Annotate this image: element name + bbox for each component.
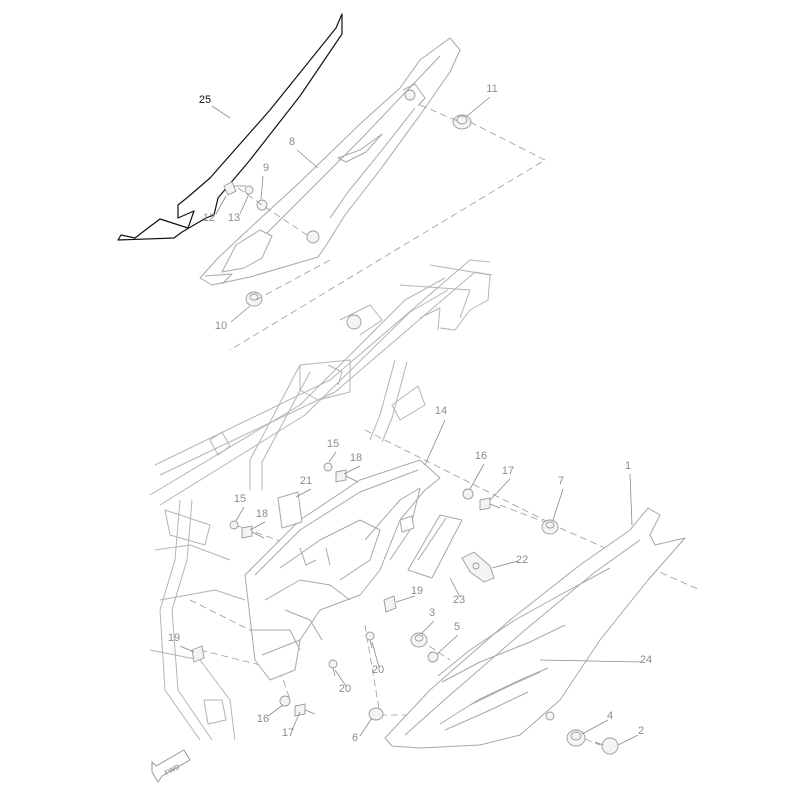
battery-box-14: [244, 459, 441, 681]
callout-11: 11: [486, 83, 497, 95]
callout-15: 15: [327, 438, 339, 450]
washer-15-upper: [323, 462, 333, 472]
callout-17: 17: [282, 727, 294, 739]
callout-15: 15: [234, 493, 246, 505]
band-23: [407, 514, 463, 579]
screw-2: [594, 737, 619, 755]
washer-13: [244, 185, 254, 195]
connector-22: [461, 551, 495, 583]
callout-8: 8: [289, 136, 295, 148]
callout-19: 19: [411, 585, 423, 597]
grommet-7: [541, 519, 559, 535]
bolt-20-upper: [365, 631, 375, 649]
callout-13: 13: [228, 212, 240, 224]
bolt-12: [223, 181, 246, 196]
grommet-3: [410, 632, 428, 648]
callout-18: 18: [350, 452, 362, 464]
collar-4: [566, 729, 586, 747]
callout-16: 16: [257, 713, 269, 725]
bolt-20-lower: [328, 659, 338, 677]
pad-21: [277, 491, 303, 529]
bolt-17-lower: [294, 703, 316, 717]
callout-9: 9: [263, 162, 269, 174]
callout-10: 10: [215, 320, 227, 332]
bolt-18-lower: [241, 525, 265, 539]
callout-14: 14: [435, 405, 447, 417]
grommet-11: [452, 114, 472, 130]
callout-23: 23: [453, 594, 465, 606]
callout-17: 17: [502, 465, 514, 477]
callout-2: 2: [638, 725, 644, 737]
washer-15-lower: [229, 520, 239, 530]
washer-5: [427, 651, 439, 663]
bolt-17-upper: [479, 497, 501, 511]
side-cover-1: [384, 507, 686, 749]
grommet-9: [256, 199, 268, 211]
callout-20: 20: [372, 664, 384, 676]
callout-4: 4: [607, 710, 613, 722]
clip-19-upper: [383, 595, 397, 613]
callout-5: 5: [454, 621, 460, 633]
grommet-10: [245, 291, 263, 307]
callout-7: 7: [558, 475, 564, 487]
callout-21: 21: [300, 475, 312, 487]
callout-20: 20: [339, 683, 351, 695]
bolt-18-upper: [335, 469, 359, 483]
forward-direction-arrow-icon: FWD: [151, 749, 191, 783]
callout-25: 25: [199, 94, 211, 106]
callout-16: 16: [475, 450, 487, 462]
seat-rail-frame: [149, 259, 493, 741]
callout-24: 24: [640, 654, 652, 666]
callout-leaders: [179, 96, 643, 746]
callout-3: 3: [429, 607, 435, 619]
callout-6: 6: [352, 732, 358, 744]
callout-19: 19: [168, 632, 180, 644]
washer-16-lower: [279, 695, 291, 707]
clip-19-lower: [191, 645, 205, 663]
callout-1: 1: [625, 460, 631, 472]
callout-22: 22: [516, 554, 528, 566]
collar-6: [368, 707, 384, 721]
callout-12: 12: [203, 212, 215, 224]
callout-18: 18: [256, 508, 268, 520]
washer-16-upper: [462, 488, 474, 500]
upper-side-cover-8: [199, 37, 461, 286]
